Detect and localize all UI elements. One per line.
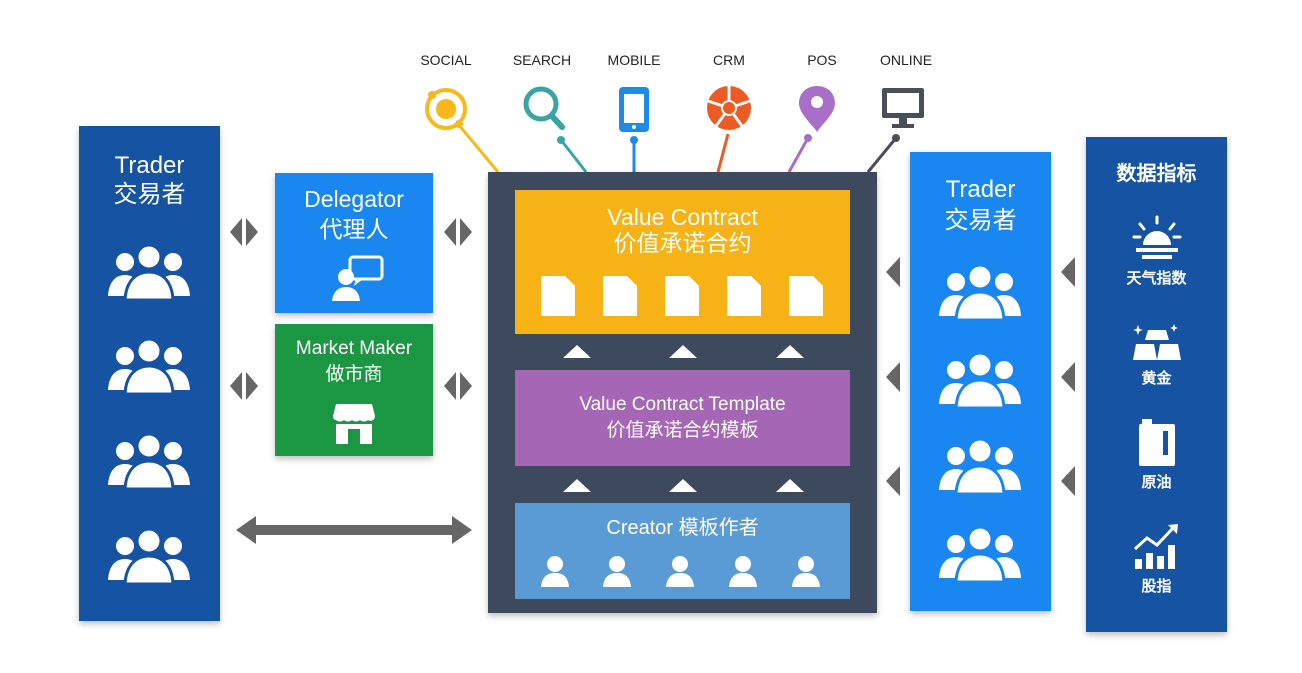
user-group-icon — [938, 262, 1022, 322]
document-icon — [789, 276, 823, 316]
right-trader-panel: Trader 交易者 — [910, 152, 1051, 611]
gold-bars-icon — [1133, 324, 1181, 360]
channel-label-mobile: MOBILE — [607, 52, 661, 68]
document-icon — [665, 276, 699, 316]
delegator-panel: Delegator 代理人 — [275, 173, 433, 313]
right-trader-title-en: Trader — [945, 176, 1016, 203]
aperture-icon — [707, 86, 751, 130]
value-contract-box: Value Contract 价值承诺合约 — [515, 190, 850, 334]
right-trader-title-cn: 交易者 — [944, 207, 1017, 234]
up-arrows-bottom — [563, 479, 804, 492]
user-group-icon — [938, 436, 1022, 496]
person-icon — [728, 554, 758, 588]
left-trader-title-cn: 交易者 — [113, 181, 186, 208]
channel-label-online: ONLINE — [879, 52, 933, 68]
creator-box: Creator 模板作者 — [515, 503, 850, 599]
market-maker-panel: Market Maker 做市商 — [275, 324, 433, 456]
shop-icon — [333, 404, 375, 444]
user-group-icon — [938, 350, 1022, 410]
indicator-arrows — [1061, 257, 1075, 496]
channel-label-crm: CRM — [713, 52, 745, 68]
document-icon — [603, 276, 637, 316]
user-group-icon — [107, 336, 191, 396]
left-trader-title-en: Trader — [114, 152, 185, 179]
market-maker-title-en: Market Maker — [295, 338, 413, 359]
mobile-icon — [619, 87, 649, 144]
value-contract-title-cn: 价值承诺合约 — [613, 230, 752, 256]
person-icon — [791, 554, 821, 588]
document-icon — [541, 276, 575, 316]
channel-label-search: SEARCH — [512, 52, 572, 68]
person-icon — [602, 554, 632, 588]
document-icon — [727, 276, 761, 316]
up-arrows-top — [563, 345, 804, 358]
user-group-icon — [107, 526, 191, 586]
person-icon — [665, 554, 695, 588]
sun-icon — [1132, 215, 1182, 259]
delegator-title-cn: 代理人 — [319, 216, 389, 242]
search-icon — [523, 86, 565, 144]
location-pin-icon — [799, 86, 835, 142]
template-box: Value Contract Template 价值承诺合约模板 — [515, 370, 850, 466]
oil-barrel-icon — [1139, 419, 1175, 466]
left-trader-panel: Trader 交易者 — [79, 126, 220, 621]
indicator-label-gold: 黄金 — [1141, 370, 1172, 387]
value-contract-title-en: Value Contract — [607, 204, 758, 230]
monitor-icon — [882, 88, 924, 142]
indicator-label-weather: 天气指数 — [1126, 270, 1187, 287]
channel-connectors — [425, 86, 924, 173]
trader-creator-arrow — [236, 516, 472, 544]
channel-label-pos: POS — [807, 52, 837, 68]
market-maker-title-cn: 做市商 — [325, 364, 383, 385]
template-title-en: Value Contract Template — [579, 394, 786, 415]
stock-chart-icon — [1133, 524, 1178, 569]
user-group-icon — [938, 524, 1022, 584]
social-icon — [425, 88, 467, 130]
indicator-label-oil: 原油 — [1141, 474, 1172, 491]
indicator-label-stock-index: 股指 — [1141, 578, 1172, 595]
creator-title: Creator 模板作者 — [606, 517, 759, 539]
person-icon — [540, 554, 570, 588]
channel-label-social: SOCIAL — [420, 52, 472, 68]
delegator-title-en: Delegator — [304, 186, 404, 212]
indicators-panel: 数据指标 天气指数 黄金 原油 股指 — [1086, 137, 1227, 632]
template-title-cn: 价值承诺合约模板 — [606, 420, 759, 441]
left-connectors — [230, 218, 258, 400]
user-group-icon — [107, 242, 191, 302]
agent-chat-icon — [332, 255, 384, 301]
indicators-title: 数据指标 — [1116, 163, 1197, 185]
middle-connectors — [444, 218, 472, 400]
right-trader-arrows — [886, 257, 900, 496]
user-group-icon — [107, 431, 191, 491]
